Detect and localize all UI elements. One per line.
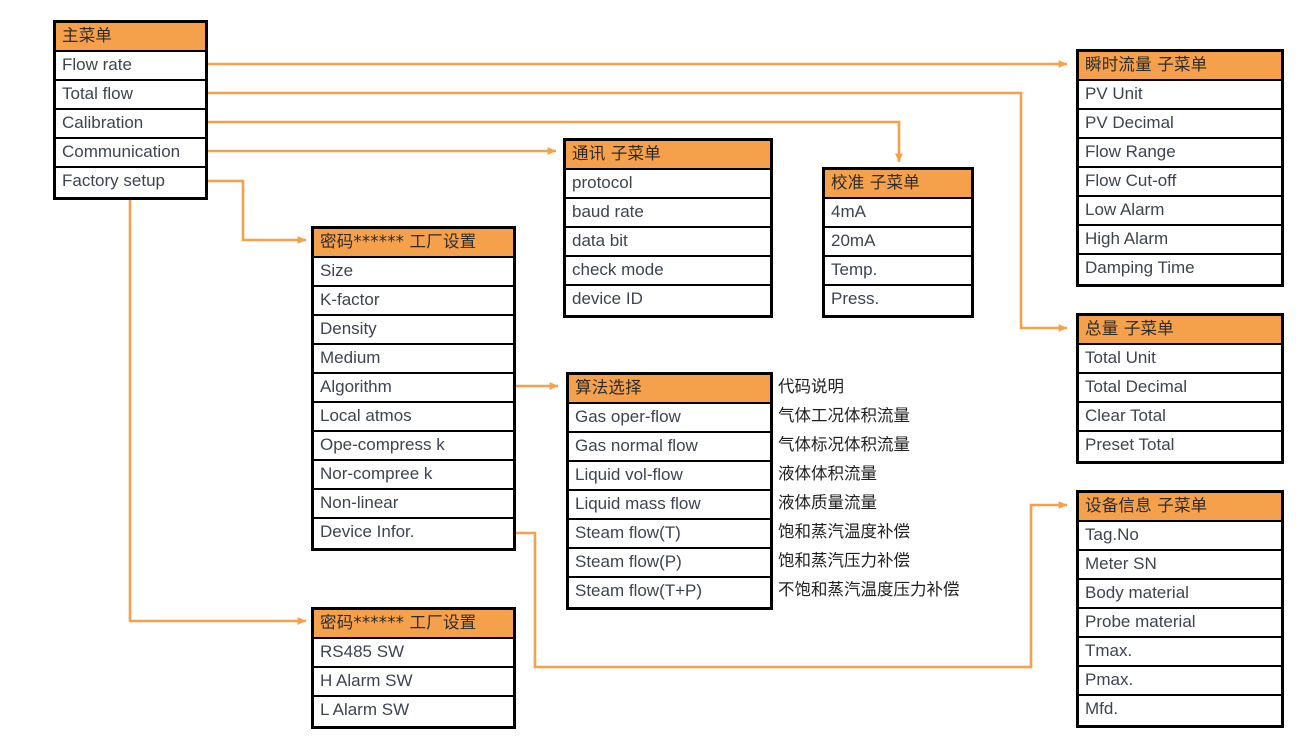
device-info-submenu-box: 设备信息 子菜单 Tag.No Meter SN Body material P…: [1076, 490, 1284, 728]
factory-setup-item-medium[interactable]: Medium: [314, 345, 513, 374]
device-info-submenu-header: 设备信息 子菜单: [1079, 493, 1281, 522]
calibration-item-temp[interactable]: Temp.: [825, 257, 971, 286]
main-menu-item-calibration[interactable]: Calibration: [56, 110, 205, 139]
communication-submenu-header: 通讯 子菜单: [566, 141, 770, 170]
device-info-item-mfd[interactable]: Mfd.: [1085, 699, 1119, 718]
device-info-item-probe-material[interactable]: Probe material: [1079, 609, 1281, 638]
main-menu-header: 主菜单: [56, 23, 205, 52]
factory-setup-item-k-factor[interactable]: K-factor: [314, 287, 513, 316]
communication-submenu-box: 通讯 子菜单 protocol baud rate data bit check…: [563, 138, 773, 318]
calibration-item-20ma[interactable]: 20mA: [825, 228, 971, 257]
communication-item-protocol[interactable]: protocol: [566, 170, 770, 199]
algorithm-legend-liquid-vol-flow: 液体体积流量: [778, 464, 877, 483]
algorithm-box-header: 算法选择: [569, 375, 770, 404]
communication-item-baud-rate[interactable]: baud rate: [566, 199, 770, 228]
algorithm-item-gas-oper-flow[interactable]: Gas oper-flow: [569, 404, 770, 433]
flow-rate-item-damping-time[interactable]: Damping Time: [1085, 258, 1195, 277]
calibration-submenu-box: 校准 子菜单 4mA 20mA Temp. Press.: [822, 167, 974, 318]
factory-setup-item-device-infor[interactable]: Device Infor.: [320, 522, 415, 541]
main-menu-item-total-flow[interactable]: Total flow: [56, 81, 205, 110]
factory-setup-item-density[interactable]: Density: [314, 316, 513, 345]
flow-rate-item-flow-cut-off[interactable]: Flow Cut-off: [1079, 168, 1281, 197]
device-info-item-tmax[interactable]: Tmax.: [1079, 638, 1281, 667]
total-flow-submenu-box: 总量 子菜单 Total Unit Total Decimal Clear To…: [1076, 313, 1284, 464]
device-info-item-body-material[interactable]: Body material: [1079, 580, 1281, 609]
factory-setup-item-l-alarm-sw[interactable]: L Alarm SW: [320, 700, 410, 719]
flow-rate-submenu-box: 瞬时流量 子菜单 PV Unit PV Decimal Flow Range F…: [1076, 49, 1284, 287]
connector-factorysetup-main: [196, 179, 307, 244]
algorithm-legend: 代码说明 气体工况体积流量 气体标况体积流量 液体体积流量 液体质量流量 饱和蒸…: [778, 373, 1038, 605]
calibration-item-4ma[interactable]: 4mA: [825, 199, 971, 228]
algorithm-item-gas-normal-flow[interactable]: Gas normal flow: [569, 433, 770, 462]
total-flow-item-clear-total[interactable]: Clear Total: [1079, 403, 1281, 432]
factory-setup-item-rs485-sw[interactable]: RS485 SW: [314, 639, 513, 668]
factory-setup-item-local-atmos[interactable]: Local atmos: [314, 403, 513, 432]
device-info-item-pmax[interactable]: Pmax.: [1079, 667, 1281, 696]
factory-setup-item-ope-compress-k[interactable]: Ope-compress k: [314, 432, 513, 461]
communication-item-data-bit[interactable]: data bit: [566, 228, 770, 257]
factory-setup-item-nor-compree-k[interactable]: Nor-compree k: [314, 461, 513, 490]
algorithm-item-steam-flow-t[interactable]: Steam flow(T): [569, 520, 770, 549]
flow-rate-item-low-alarm[interactable]: Low Alarm: [1079, 197, 1281, 226]
factory-setup-switches-header: 密码****** 工厂设置: [314, 610, 513, 639]
algorithm-item-steam-flow-p[interactable]: Steam flow(P): [569, 549, 770, 578]
main-menu-item-factory-setup[interactable]: Factory setup: [62, 171, 165, 190]
factory-setup-item-h-alarm-sw[interactable]: H Alarm SW: [314, 668, 513, 697]
communication-item-check-mode[interactable]: check mode: [566, 257, 770, 286]
calibration-submenu-header: 校准 子菜单: [825, 170, 971, 199]
flow-rate-item-pv-decimal[interactable]: PV Decimal: [1079, 110, 1281, 139]
device-info-item-meter-sn[interactable]: Meter SN: [1079, 551, 1281, 580]
algorithm-legend-steam-flow-tp: 不饱和蒸汽温度压力补偿: [778, 580, 960, 599]
factory-setup-main-header: 密码****** 工厂设置: [314, 229, 513, 258]
total-flow-submenu-header: 总量 子菜单: [1079, 316, 1281, 345]
algorithm-box: 算法选择 Gas oper-flow Gas normal flow Liqui…: [566, 372, 773, 610]
algorithm-legend-steam-flow-t: 饱和蒸汽温度补偿: [778, 522, 910, 541]
algorithm-legend-steam-flow-p: 饱和蒸汽压力补偿: [778, 551, 910, 570]
algorithm-legend-header: 代码说明: [778, 377, 844, 396]
factory-setup-main-box: 密码****** 工厂设置 Size K-factor Density Medi…: [311, 226, 516, 551]
factory-setup-item-algorithm[interactable]: Algorithm: [314, 374, 513, 403]
algorithm-item-steam-flow-tp[interactable]: Steam flow(T+P): [575, 581, 703, 600]
algorithm-legend-gas-oper-flow: 气体工况体积流量: [778, 406, 910, 425]
main-menu-box: 主菜单 Flow rate Total flow Calibration Com…: [53, 20, 208, 200]
device-info-item-tag-no[interactable]: Tag.No: [1079, 522, 1281, 551]
factory-setup-switches-box: 密码****** 工厂设置 RS485 SW H Alarm SW L Alar…: [311, 607, 516, 729]
calibration-item-press[interactable]: Press.: [831, 289, 880, 308]
algorithm-item-liquid-vol-flow[interactable]: Liquid vol-flow: [569, 462, 770, 491]
connector-factorysetup-switches: [128, 197, 307, 625]
total-flow-item-preset-total[interactable]: Preset Total: [1085, 435, 1175, 454]
main-menu-item-flow-rate[interactable]: Flow rate: [56, 52, 205, 81]
factory-setup-item-non-linear[interactable]: Non-linear: [314, 490, 513, 519]
flow-rate-item-high-alarm[interactable]: High Alarm: [1079, 226, 1281, 255]
flow-rate-item-pv-unit[interactable]: PV Unit: [1079, 81, 1281, 110]
communication-item-device-id[interactable]: device ID: [572, 289, 643, 308]
flow-rate-submenu-header: 瞬时流量 子菜单: [1079, 52, 1281, 81]
flow-rate-item-flow-range[interactable]: Flow Range: [1079, 139, 1281, 168]
total-flow-item-total-decimal[interactable]: Total Decimal: [1079, 374, 1281, 403]
factory-setup-item-size[interactable]: Size: [314, 258, 513, 287]
total-flow-item-total-unit[interactable]: Total Unit: [1079, 345, 1281, 374]
algorithm-legend-liquid-mass-flow: 液体质量流量: [778, 493, 877, 512]
connector-calibration: [196, 120, 903, 163]
main-menu-item-communication[interactable]: Communication: [56, 139, 205, 168]
algorithm-item-liquid-mass-flow[interactable]: Liquid mass flow: [569, 491, 770, 520]
algorithm-legend-gas-normal-flow: 气体标况体积流量: [778, 435, 910, 454]
